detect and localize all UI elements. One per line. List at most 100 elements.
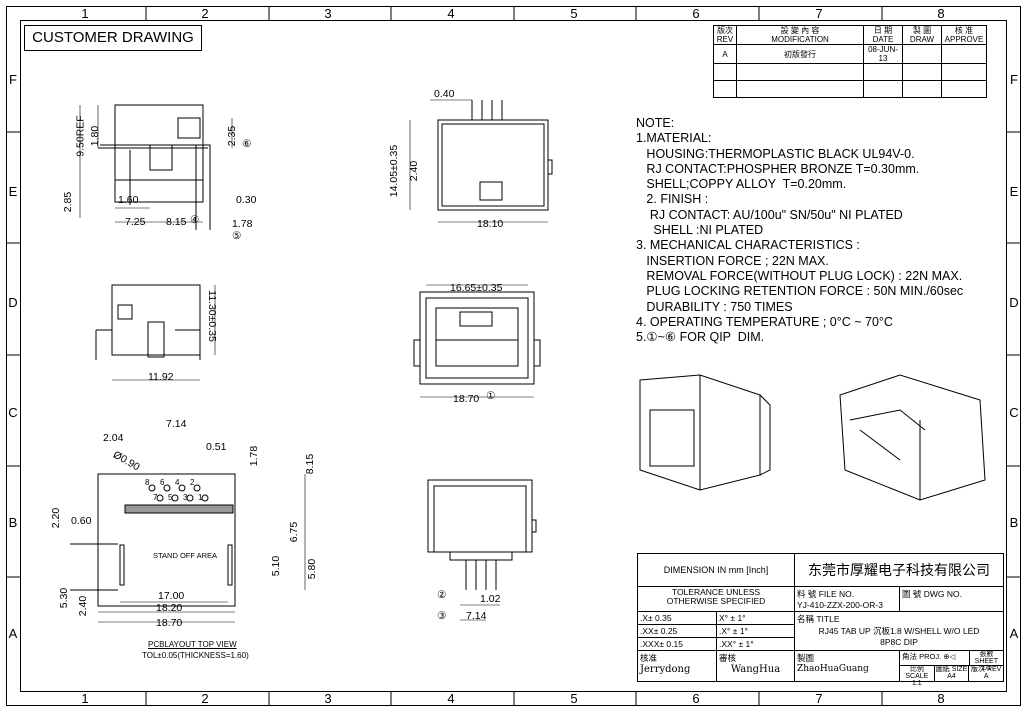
dim-1-80: 1.80 (89, 125, 102, 147)
zone-col-5-bottom: 5 (570, 691, 578, 706)
pcb-layout-title: PCBLAYOUT TOP VIEW (148, 640, 237, 649)
zone-col-6-bottom: 6 (692, 691, 700, 706)
tb-tol-angle-x: X° ± 1° (716, 611, 795, 625)
front-view-top (409, 99, 553, 223)
dim-18-70-a: 18.70 (453, 393, 480, 405)
tb-projection: 角法 PROJ. ⊕◁ (900, 651, 970, 665)
zone-row-E: E (8, 184, 18, 199)
pin-4: 4 (175, 478, 180, 487)
callout-06: ⑥ (242, 138, 252, 150)
callout-03: ③ (437, 610, 447, 622)
dim-0-51: 0.51 (206, 441, 227, 453)
zone-row-C-right: C (1009, 405, 1019, 420)
zone-row-D-right: D (1009, 295, 1019, 310)
zone-col-4: 4 (447, 6, 455, 21)
dim-16-65: 16.65±0.35 (450, 282, 503, 294)
dim-8-15-b: 8.15 (304, 453, 317, 475)
tb-dimension-units: DIMENSION IN mm [Inch] (637, 553, 795, 587)
zone-row-B: B (8, 515, 18, 530)
dim-7-14-b: 7.14 (466, 610, 487, 622)
tb-dwg-no: 圖 號 DWG NO. (899, 586, 1004, 612)
zone-row-E-right: E (1009, 184, 1019, 199)
zone-col-1-bottom: 1 (81, 691, 89, 706)
dim-5-30: 5.30 (58, 587, 71, 609)
tb-tol-angle-xxx: .XX° ± 1° (716, 637, 795, 651)
pin-3: 3 (183, 493, 188, 502)
zone-col-3-bottom: 3 (324, 691, 332, 706)
callout-02: ② (437, 589, 447, 601)
dim-2-40-a: 2.40 (408, 160, 421, 182)
notes-block: NOTE:1.MATERIAL: HOUSING:THERMOPLASTIC B… (636, 116, 964, 345)
dim-5-80: 5.80 (306, 558, 319, 580)
dim-7-14-a: 7.14 (166, 418, 187, 430)
dim-14-05: 14.05±0.35 (388, 144, 401, 198)
dim-11-92: 11.92 (148, 371, 174, 383)
tb-tol-xxx: .XXX± 0.15 (637, 637, 717, 651)
zone-col-4-bottom: 4 (447, 691, 455, 706)
pin-8: 8 (145, 478, 150, 487)
dim-2-85: 2.85 (62, 191, 75, 213)
dim-5-10: 5.10 (270, 555, 283, 577)
iso-view-rear (839, 374, 986, 501)
standoff-area-label: STAND OFF AREA (153, 551, 218, 560)
zone-col-3: 3 (324, 6, 332, 21)
dim-0-40: 0.40 (434, 88, 455, 100)
dim-18-70-b: 18.70 (156, 617, 183, 629)
pcb-layout (70, 473, 306, 623)
pin-2: 2 (190, 478, 195, 487)
zone-row-A: A (8, 626, 18, 641)
dim-2-40-b: 2.40 (77, 595, 90, 617)
zone-row-F-right: F (1010, 72, 1018, 87)
pin-5: 5 (168, 493, 173, 502)
dim-1-78-b: 1.78 (248, 445, 261, 467)
dim-18-20: 18.20 (156, 602, 183, 614)
zone-row-F: F (9, 72, 17, 87)
front-face-view (413, 284, 541, 398)
dim-0-30: 0.30 (236, 194, 257, 206)
dim-8-15-a: 8.15 (166, 216, 187, 228)
tb-tol-x: .X± 0.35 (637, 611, 717, 625)
dim-0-60: 0.60 (71, 515, 92, 527)
dim-17-00: 17.00 (158, 590, 185, 602)
zone-col-5: 5 (570, 6, 578, 21)
zone-col-6: 6 (692, 6, 700, 21)
dim-6-75: 6.75 (288, 521, 301, 543)
dim-2-04: 2.04 (103, 432, 124, 444)
tb-tol-angle-xx: .X° ± 1° (716, 624, 795, 638)
tb-file-no: 料 號 FILE NO.YJ-410-ZZX-200-OR-3 (794, 586, 900, 612)
zone-col-2-bottom: 2 (201, 691, 209, 706)
tb-company: 东莞市厚耀电子科技有限公司 (794, 553, 1004, 587)
iso-view-front (639, 374, 771, 491)
callout-05: ⑤ (232, 230, 242, 242)
pcb-layout-tolerance: TOL±0.05(THICKNESS=1.60) (142, 651, 249, 660)
pin-6: 6 (160, 478, 165, 487)
zone-row-B-right: B (1009, 515, 1019, 530)
dim-2-20: 2.20 (50, 507, 63, 529)
callout-01: ① (486, 390, 496, 402)
dim-7-25: 7.25 (125, 216, 146, 228)
tb-tol-xx: .XX± 0.25 (637, 624, 717, 638)
dim-9-50: 9.50REF (74, 115, 87, 157)
title-block: DIMENSION IN mm [Inch] 东莞市厚耀电子科技有限公司 TOL… (637, 553, 1004, 687)
dim-11-30: 11.30±0.35 (205, 290, 218, 342)
pin-1: 1 (198, 493, 203, 502)
dim-1-78-a: 1.78 (232, 218, 253, 230)
zone-row-C: C (8, 405, 18, 420)
callout-04: ④ (190, 214, 200, 226)
pin-7: 7 (153, 493, 158, 502)
dim-2-35: 2.35 (226, 125, 239, 147)
dim-1-02: 1.02 (480, 593, 501, 605)
dim-18-10: 18.10 (477, 218, 504, 230)
zone-row-D: D (8, 295, 18, 310)
projection-symbol-icon: ⊕◁ (943, 652, 956, 661)
